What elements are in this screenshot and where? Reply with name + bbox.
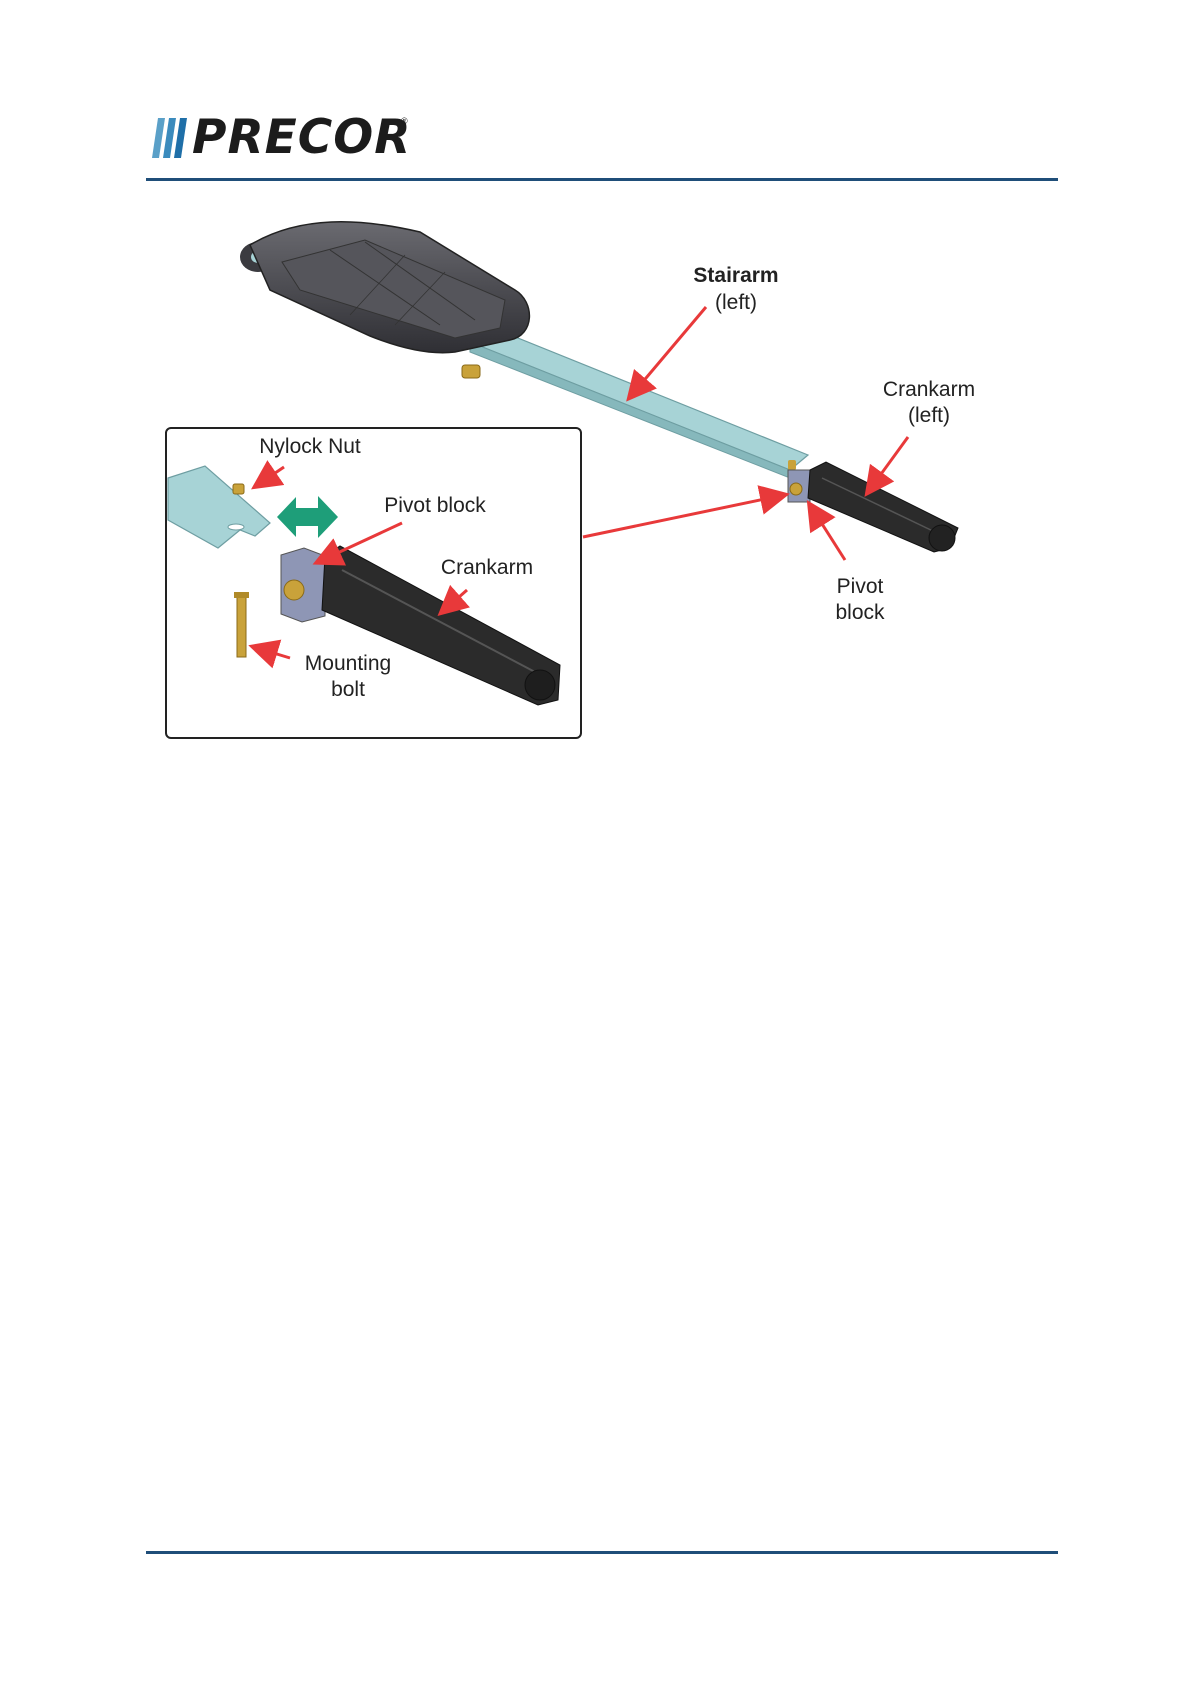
mounting-bolt-label-line2: bolt	[298, 677, 398, 703]
pivot-block-label-line1: Pivot	[820, 574, 900, 600]
brass-fitting	[462, 365, 480, 378]
stairarm-diagram	[150, 205, 1050, 745]
brass-fitting-small	[788, 460, 796, 470]
header-rule	[146, 178, 1058, 181]
inset-callout-arrow	[583, 495, 784, 537]
logo-stripes-icon	[148, 110, 192, 166]
stairarm-side-label: (left)	[686, 290, 786, 316]
crankarm-side-label: (left)	[874, 403, 984, 429]
pedal	[240, 222, 529, 353]
precor-logo: PRECOR ®	[148, 110, 418, 166]
footer-rule	[146, 1551, 1058, 1554]
inset-crankarm-label: Crankarm	[432, 555, 542, 581]
stairarm-label: Stairarm	[686, 263, 786, 289]
inset-pivot-block-label: Pivot block	[375, 493, 495, 519]
crankarm-arrow	[868, 437, 908, 492]
pivot-block-main	[788, 470, 810, 502]
logo-text: PRECOR	[192, 110, 411, 166]
logo-registered-mark: ®	[401, 116, 408, 126]
stairarm-arrow	[630, 307, 706, 397]
mounting-bolt-label-line1: Mounting	[298, 651, 398, 677]
pivot-block-label-line2: block	[820, 600, 900, 626]
crankarm-label: Crankarm	[874, 377, 984, 403]
pivot-arrow	[810, 505, 845, 560]
nylock-nut-label: Nylock Nut	[250, 434, 370, 460]
